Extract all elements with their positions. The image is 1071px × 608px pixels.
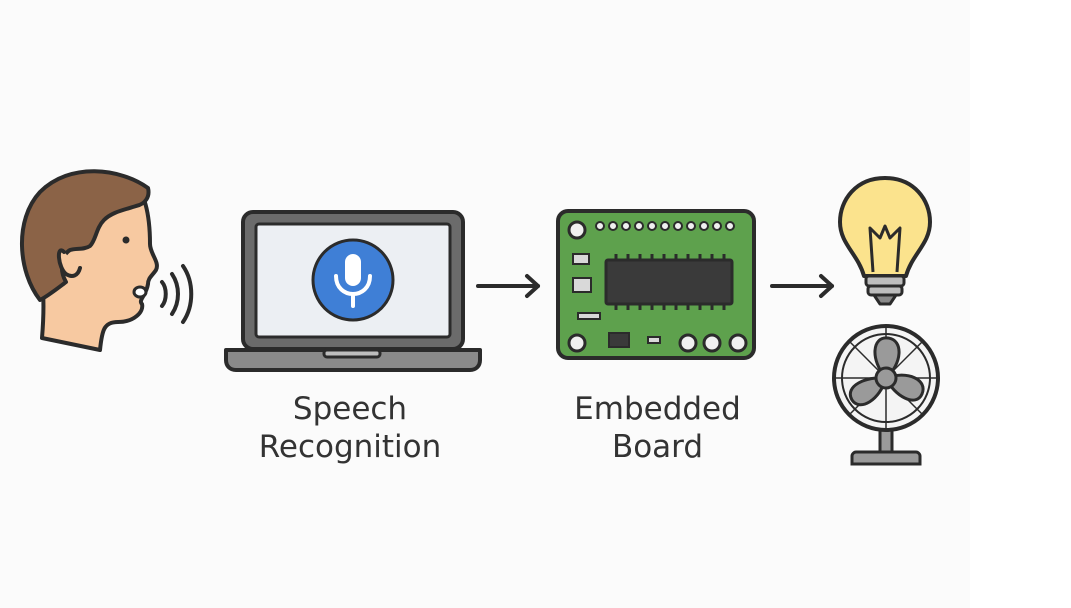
embedded-board-label-line-1: Embedded [574,391,741,427]
embedded-board-label: Embedded Board [535,390,780,466]
embedded-board-label-line-2: Board [611,429,704,465]
speaking-person-icon [20,169,159,352]
arrow-right-icon [770,274,834,298]
sound-waves-icon [160,264,194,324]
speech-recognition-label: Speech Recognition [230,390,470,466]
circuit-board-icon [556,209,756,360]
right-margin [970,0,1071,608]
laptop-microphone-icon [224,210,482,372]
speech-recognition-label-line-2: Recognition [258,429,442,465]
electric-fan-icon [832,324,940,466]
light-bulb-icon [838,176,932,306]
speech-recognition-label-line-1: Speech [292,391,408,427]
microchip-icon [604,254,734,310]
microphone-icon [311,238,395,322]
arrow-right-icon [476,274,540,298]
